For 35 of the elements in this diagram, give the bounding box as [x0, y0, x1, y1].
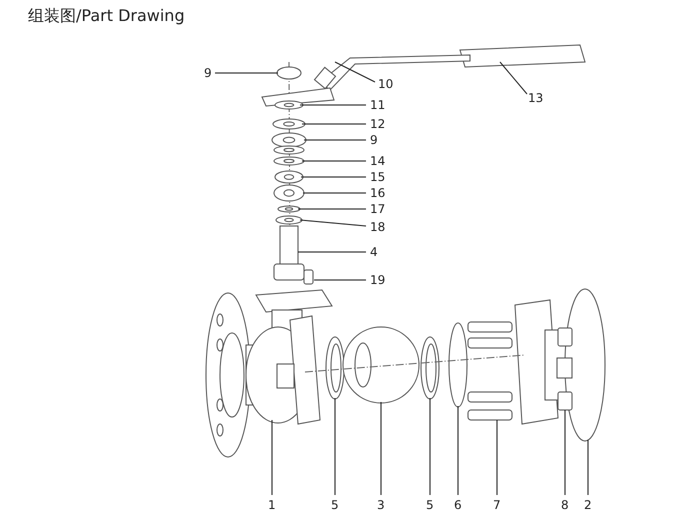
leader-line — [300, 104, 366, 106]
callout-number: 12 — [370, 117, 386, 131]
callout-number: 13 — [528, 91, 544, 105]
leader-line — [334, 62, 376, 82]
callout-number: 3 — [377, 498, 385, 512]
leader-line — [496, 420, 498, 496]
leader-line — [500, 62, 528, 94]
leader-line — [564, 410, 566, 496]
leader-line — [302, 192, 366, 194]
callout-number: 8 — [561, 498, 569, 512]
callout-number: 9 — [204, 66, 212, 80]
callout-number: 6 — [454, 498, 462, 512]
callout-number: 10 — [378, 77, 394, 91]
leader-line — [302, 160, 366, 162]
callout-number: 5 — [426, 498, 434, 512]
callout-number: 18 — [370, 220, 386, 234]
leader-line — [300, 176, 366, 178]
leader-line — [300, 220, 366, 226]
callout-number: 9 — [370, 133, 378, 147]
leader-line — [334, 398, 336, 496]
callout-number: 17 — [370, 202, 386, 216]
callout-number: 11 — [370, 98, 386, 112]
leader-line — [298, 208, 366, 210]
callout-number: 14 — [370, 154, 386, 168]
callout-number: 15 — [370, 170, 386, 184]
callout-number: 2 — [584, 498, 592, 512]
diagram-title: 组装图/Part Drawing — [28, 6, 185, 27]
callout-number: 5 — [331, 498, 339, 512]
callout-number: 16 — [370, 186, 386, 200]
callout-number: 4 — [370, 245, 378, 259]
callout-number: 1 — [268, 498, 276, 512]
callout-number: 19 — [370, 273, 386, 287]
leader-line — [380, 402, 382, 496]
callout-number: 7 — [493, 498, 501, 512]
leader-line — [214, 72, 278, 74]
